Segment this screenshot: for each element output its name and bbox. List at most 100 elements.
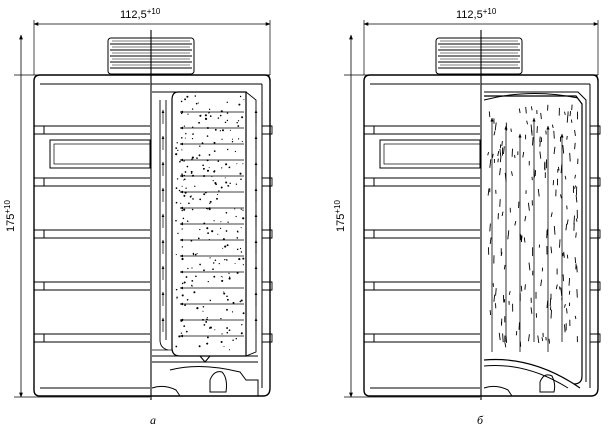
media-dot [180,100,183,103]
media-dot [199,198,202,201]
media-fiber [522,151,525,158]
media-dot [214,128,217,131]
media-dot [221,167,223,169]
media-dot [236,248,239,251]
media-fiber [497,151,500,157]
media-fiber [520,234,522,242]
media-dot [207,232,210,235]
media-dot [177,149,179,152]
media-dot [206,317,208,319]
media-fiber [566,135,568,140]
media-fiber [551,124,554,129]
media-dot [191,156,194,159]
media-fiber [489,310,492,316]
media-dot [203,324,206,326]
media-dot [240,227,242,229]
figure-b: 112,5+10 175+10 [333,7,601,427]
media-dot [229,276,231,278]
media-dot [206,169,210,172]
media-fiber [565,223,568,231]
media-fiber [563,303,566,308]
media-dot [199,114,202,117]
height-dimension-a: 175+10 [3,34,150,398]
media-dot [224,177,226,179]
media-dot [208,154,211,156]
media-dot [217,233,219,235]
media-dot [192,198,194,200]
media-dot [190,170,193,173]
media-dot [181,149,183,151]
media-fiber [530,124,533,134]
media-dot [216,197,218,200]
media-dot [186,95,189,98]
media-dot [235,183,238,185]
media-dot [221,276,223,278]
media-dot [226,327,229,329]
media-dot [193,291,196,294]
media-dot [209,257,211,259]
media-dot [228,277,231,280]
media-dot [195,102,198,105]
media-fiber [504,342,507,348]
media-fiber [550,309,552,319]
media-dot [218,190,220,192]
media-fiber [502,333,504,343]
media-dot [242,209,244,211]
media-dot [228,349,231,351]
media-fiber [493,131,496,136]
media-fiber [492,153,494,158]
media-dot [214,329,216,331]
media-dot [183,179,185,181]
media-dot [208,208,211,211]
media-dot [191,108,194,110]
media-fiber [500,252,503,257]
media-fiber [568,290,571,295]
media-dot [191,138,194,140]
media-dot [196,157,198,159]
media-fiber [489,237,492,245]
canister-body-a [33,30,271,400]
caption-b: б [477,413,484,427]
media-fiber [520,285,523,292]
media-dot [181,294,184,297]
media-dot [187,267,189,270]
media-fiber [487,188,490,196]
media-dot [180,320,183,322]
media-dot [181,137,183,139]
media-fiber [575,218,578,222]
width-dimension-a: 112,5+10 [33,7,271,75]
media-dot [206,135,209,137]
media-dot [231,140,234,143]
media-dot [240,332,243,335]
media-dot [207,280,209,283]
media-dot [190,195,192,197]
media-dot [181,222,183,224]
media-dot [202,167,205,170]
media-dot [236,271,239,274]
media-dot [238,103,241,106]
media-fiber [511,171,513,176]
media-dot [216,193,219,195]
media-fiber [537,188,540,197]
media-dot [184,171,187,173]
media-fiber [539,136,541,142]
media-dot [231,311,234,313]
media-dot [219,227,222,230]
media-dot [221,138,223,140]
media-fiber [555,284,558,290]
media-dot [239,247,242,250]
media-dot [187,113,189,115]
media-dot [184,98,187,101]
media-fiber [510,128,512,132]
media-dot [198,121,201,124]
media-dot [236,237,239,239]
media-dot [181,228,183,230]
media-fiber [537,335,540,344]
media-fiber [550,246,553,254]
media-dot [192,126,194,128]
media-dot [217,117,220,119]
media-dot [220,275,222,277]
media-dot [203,193,206,196]
media-fiber [546,300,549,309]
media-dot [202,310,204,312]
